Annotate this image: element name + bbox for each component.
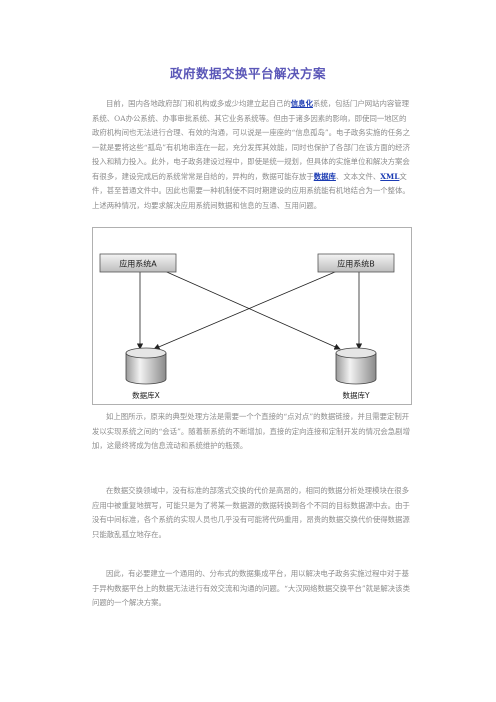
conclusion-paragraph: 因此，有必要建立一个通用的、分布式的数据集成平台，用以解决电子政务实施过程中对于… (92, 569, 410, 607)
text-span: 目前，国内各地政府部门和机构或多或少均建立起自己的 (106, 99, 291, 108)
database-x-label: 数据库X (132, 390, 160, 400)
text-span: 系统，包括门户网站内容管理系统、OA办公系统、办事审批系统、其它业务系统等。但由… (92, 99, 410, 181)
xml-link[interactable]: XML (380, 171, 400, 181)
exchange-cost-paragraph: 在数据交换领域中，没有标准的部落式交换的代价是高昂的，相同的数据分析处理模块在很… (92, 486, 410, 539)
text-span: 文件，甚至普通文件中。因此也需要一种机制使不同时期建设的应用系统能有机地结合为一… (92, 171, 410, 210)
app-system-b-label: 应用系统B (337, 259, 375, 269)
database-y-node: 数据库Y (335, 347, 377, 400)
database-y-label: 数据库Y (342, 390, 369, 400)
link-b-to-x (153, 268, 343, 350)
app-system-a-node: 应用系统A (99, 253, 177, 273)
app-system-b-node: 应用系统B (317, 253, 395, 273)
app-system-a-label: 应用系统A (119, 259, 157, 269)
informatization-link[interactable]: 信息化 (290, 99, 313, 108)
link-a-to-y (159, 268, 341, 350)
intro-paragraph: 目前，国内各地政府部门和机构或多或少均建立起自己的信息化系统，包括门户网站内容管… (92, 97, 410, 213)
text-span: 、文本文件、 (335, 171, 381, 181)
page-title: 政府数据交换平台解决方案 (169, 66, 326, 81)
database-x-node: 数据库X (125, 347, 167, 400)
database-link[interactable]: 数据库 (313, 171, 336, 181)
data-exchange-diagram: 应用系统A 应用系统B 数据库X 数据库Y (92, 227, 412, 405)
point-to-point-paragraph: 如上图所示，原来的典型处理方法是需要一个个直接的“点对点”的数据链接，并且需要定… (92, 412, 410, 450)
